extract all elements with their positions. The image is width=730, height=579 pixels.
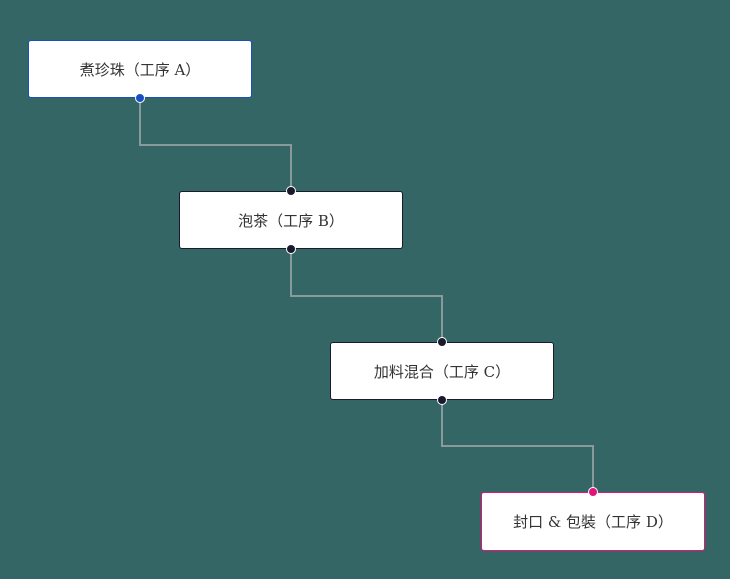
edge-b-c[interactable] [290,249,443,342]
edge-c-d[interactable] [441,400,594,492]
node-process-a[interactable]: 煮珍珠（工序 A） [28,40,252,98]
node-process-c[interactable]: 加料混合（工序 C） [330,342,554,400]
source-handle-c[interactable] [437,395,447,405]
node-process-d[interactable]: 封口 & 包裝（工序 D） [481,492,705,551]
target-handle-b[interactable] [286,186,296,196]
source-handle-b[interactable] [286,244,296,254]
source-handle-a[interactable] [135,93,145,103]
edge-a-b[interactable] [139,98,292,191]
target-handle-d[interactable] [588,487,598,497]
node-label: 泡茶（工序 B） [238,211,344,230]
node-label: 封口 & 包裝（工序 D） [513,513,673,531]
node-process-b[interactable]: 泡茶（工序 B） [179,191,403,249]
node-label: 加料混合（工序 C） [373,362,511,381]
target-handle-c[interactable] [437,337,447,347]
node-label: 煮珍珠（工序 A） [79,60,201,79]
